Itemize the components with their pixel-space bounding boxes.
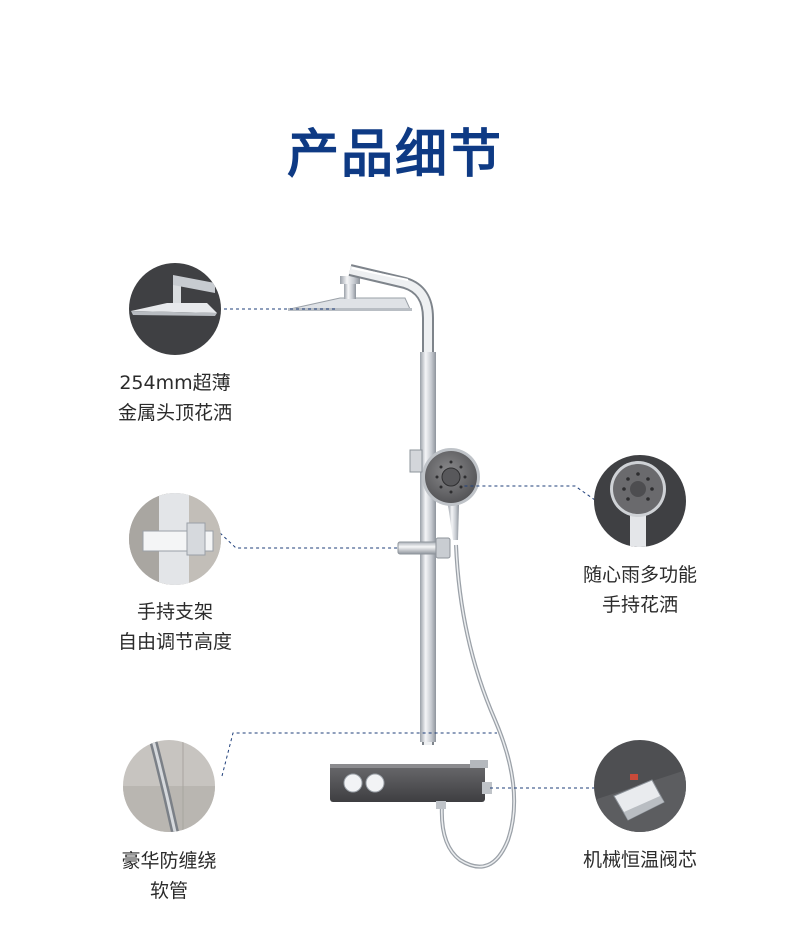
rain-shower-head-closeup-icon bbox=[129, 263, 221, 355]
callout-label-head: 254mm超薄 金属头顶花洒 bbox=[80, 368, 270, 428]
rain-shower-head bbox=[288, 276, 412, 311]
callout-hose-line1: 豪华防缠绕 bbox=[121, 850, 217, 872]
callout-head-line1: 254mm超薄 bbox=[119, 372, 231, 394]
callout-valve-line1: 机械恒温阀芯 bbox=[582, 849, 697, 871]
callout-handheld-line2: 手持花洒 bbox=[601, 594, 678, 616]
shower-riser-pipe bbox=[348, 264, 436, 745]
callout-label-hose: 豪华防缠绕 软管 bbox=[74, 846, 264, 906]
callout-bracket-line2: 自由调节高度 bbox=[117, 631, 232, 653]
callout-bracket-line1: 手持支架 bbox=[136, 601, 213, 623]
callout-handheld-line1: 随心雨多功能 bbox=[582, 564, 697, 586]
callout-label-valve: 机械恒温阀芯 bbox=[545, 845, 735, 875]
thermostatic-mixer bbox=[330, 760, 492, 809]
bracket-closeup-icon bbox=[129, 493, 221, 585]
callout-label-handheld: 随心雨多功能 手持花洒 bbox=[545, 560, 735, 620]
hose-closeup-icon bbox=[123, 740, 215, 832]
hand-shower bbox=[422, 448, 480, 540]
leader-lines bbox=[218, 308, 596, 789]
callout-label-bracket: 手持支架 自由调节高度 bbox=[80, 597, 270, 657]
page-title: 产品细节 bbox=[286, 125, 503, 185]
callout-hose-line2: 软管 bbox=[149, 880, 188, 902]
shower-hose bbox=[439, 544, 517, 869]
hand-shower-bracket bbox=[397, 449, 451, 559]
hand-shower-closeup-icon bbox=[594, 455, 686, 547]
thermostatic-valve-closeup-icon bbox=[594, 740, 686, 832]
callout-head-line2: 金属头顶花洒 bbox=[117, 402, 232, 424]
